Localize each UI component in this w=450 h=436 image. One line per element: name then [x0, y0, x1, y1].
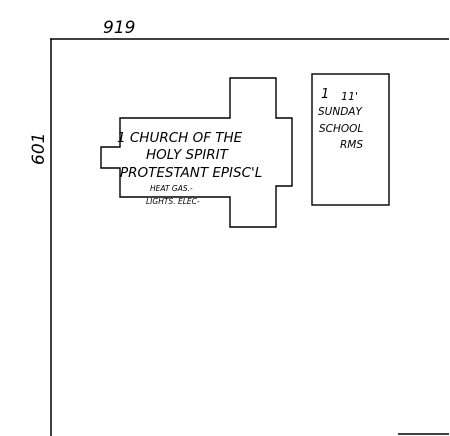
church-labels: 1 CHURCH OF THE HOLY SPIRIT PROTESTANT E… — [117, 130, 262, 206]
church-name-line-3: PROTESTANT EPISC'L — [120, 165, 262, 181]
church-name-line-2: HOLY SPIRIT — [146, 147, 230, 163]
church-utilities-line-2: LIGHTS. ELEC- — [146, 197, 200, 206]
school-name-line-3: RMS — [340, 139, 363, 151]
top-dimension-label: 919 — [103, 18, 135, 38]
lot-boundary — [50, 38, 449, 436]
sunday-school-building-outline — [311, 73, 390, 206]
church-utilities-line-1: HEAT GAS.- — [150, 184, 193, 193]
sunday-school-labels: 1 11' SUNDAY SCHOOL RMS — [318, 87, 363, 151]
school-stories-label: 1 — [321, 87, 329, 102]
church-building-outline — [100, 77, 293, 228]
left-dimension-label: 601 — [29, 133, 49, 165]
school-name-line-2: SCHOOL — [319, 123, 363, 135]
church-name-line-1: 1 CHURCH OF THE — [117, 130, 243, 146]
school-height-label: 11' — [341, 90, 358, 103]
school-name-line-1: SUNDAY — [318, 106, 363, 118]
